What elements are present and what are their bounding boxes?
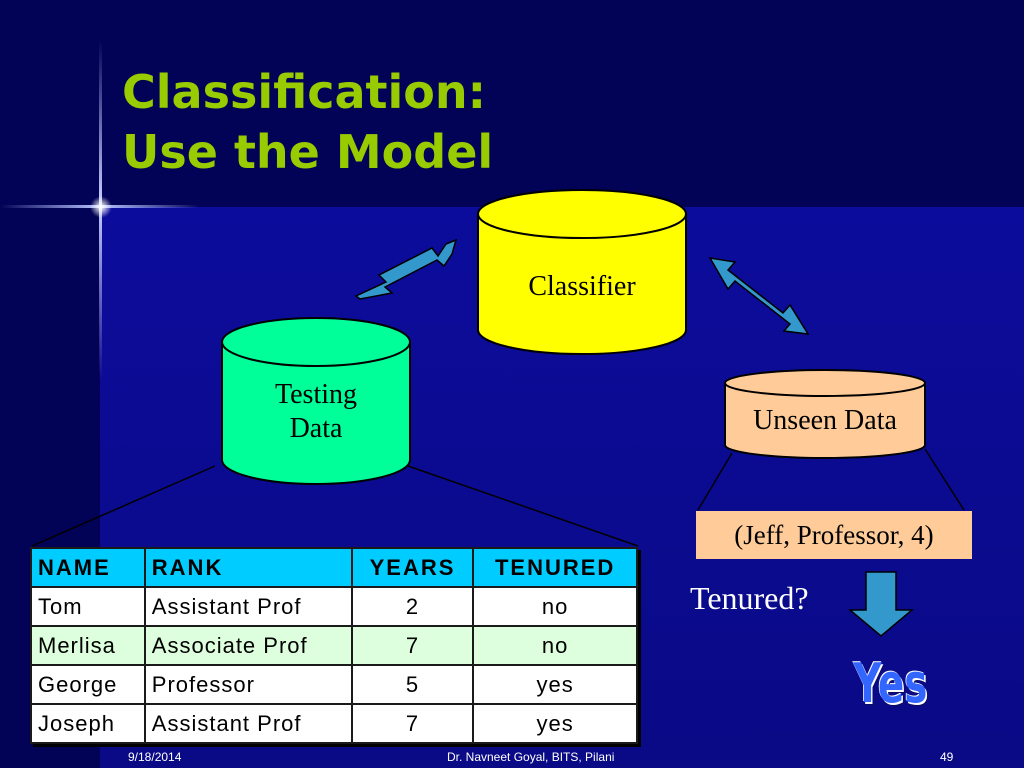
table-row: Joseph Assistant Prof 7 yes bbox=[30, 703, 638, 744]
query-tuple-box: (Jeff, Professor, 4) bbox=[696, 511, 972, 559]
cell-rank: Associate Prof bbox=[143, 625, 353, 666]
cell-rank: Assistant Prof bbox=[143, 586, 353, 627]
cell-rank: Assistant Prof bbox=[143, 703, 353, 744]
testing-to-table-line-right bbox=[407, 465, 639, 547]
cell-rank: Professor bbox=[143, 664, 353, 705]
unseen-to-query-line-left bbox=[697, 452, 733, 511]
background-top-band bbox=[0, 0, 1024, 207]
table-row: Merlisa Associate Prof 7 no bbox=[30, 625, 638, 666]
sparkle-icon bbox=[90, 196, 112, 218]
cell-years: 7 bbox=[350, 703, 475, 744]
table-header-row: NAME RANK YEARS TENURED bbox=[30, 547, 638, 588]
cell-years: 7 bbox=[350, 625, 475, 666]
testing-to-table-line-left bbox=[31, 465, 216, 547]
column-header-name: NAME bbox=[30, 547, 146, 588]
column-header-years: YEARS bbox=[350, 547, 475, 588]
testing-data-label-line-2: Data bbox=[289, 413, 343, 444]
cell-tenured: no bbox=[472, 586, 638, 627]
slide-title: Classification: Use the Model bbox=[122, 62, 493, 182]
title-line-2: Use the Model bbox=[122, 125, 494, 179]
testing-data-cylinder bbox=[221, 317, 411, 485]
classifier-label: Classifier bbox=[528, 271, 636, 302]
cell-years: 2 bbox=[350, 586, 475, 627]
unseen-data-label: Unseen Data bbox=[753, 405, 897, 436]
cell-years: 5 bbox=[350, 664, 475, 705]
testing-data-table: NAME RANK YEARS TENURED Tom Assistant Pr… bbox=[30, 547, 638, 744]
cell-name: Joseph bbox=[30, 703, 146, 744]
cell-name: Tom bbox=[30, 586, 146, 627]
unseen-data-cylinder bbox=[724, 369, 926, 459]
footer-date: 9/18/2014 bbox=[128, 750, 182, 764]
cell-name: Merlisa bbox=[30, 625, 146, 666]
answer-yes: Yes bbox=[853, 652, 928, 715]
testing-data-label: Testing Data bbox=[222, 378, 410, 446]
down-arrow-icon bbox=[847, 571, 915, 637]
cell-tenured: yes bbox=[472, 703, 638, 744]
unseen-to-query-line-right bbox=[924, 448, 965, 511]
double-arrow-icon-testing-classifier bbox=[354, 238, 458, 300]
cell-tenured: yes bbox=[472, 664, 638, 705]
double-arrow-icon-classifier-unseen bbox=[708, 257, 810, 335]
column-header-rank: RANK bbox=[143, 547, 353, 588]
testing-data-label-line-1: Testing bbox=[274, 379, 358, 410]
footer-author: Dr. Navneet Goyal, BITS, Pilani bbox=[447, 750, 615, 764]
cell-tenured: no bbox=[472, 625, 638, 666]
classifier-cylinder bbox=[477, 189, 687, 355]
table-row: George Professor 5 yes bbox=[30, 664, 638, 705]
table-row: Tom Assistant Prof 2 no bbox=[30, 586, 638, 627]
tenured-question: Tenured? bbox=[690, 580, 809, 616]
title-line-1: Classification: bbox=[122, 65, 487, 119]
footer-page-number: 49 bbox=[940, 750, 954, 764]
cell-name: George bbox=[30, 664, 146, 705]
column-header-tenured: TENURED bbox=[472, 547, 638, 588]
